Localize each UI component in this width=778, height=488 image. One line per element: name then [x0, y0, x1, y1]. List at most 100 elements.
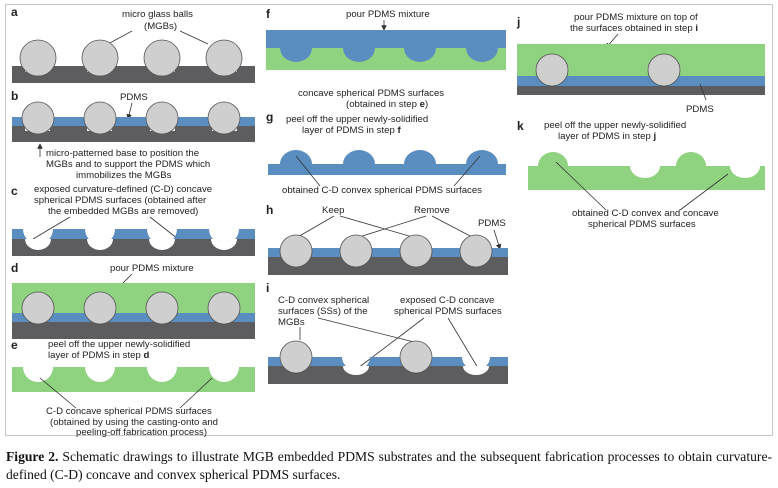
panel-a-ball [19, 39, 57, 77]
panel-c-pdms-layer [12, 229, 255, 244]
panel-d-label-1: pour PDMS mixture [110, 263, 194, 274]
panel-b-base [12, 126, 255, 142]
panel-j-base [517, 86, 765, 95]
panel-e-label-3: C-D concave spherical PDMS surfaces [46, 406, 212, 417]
svg-text:layer of PDMS in step d: layer of PDMS in step d [48, 350, 149, 361]
panel-d: d pour PDMS mixture [11, 261, 255, 339]
panel-j-label-1: pour PDMS mixture on top of [574, 12, 698, 23]
panel-b-arrow-pdms [126, 102, 133, 120]
panel-d-ball [21, 291, 55, 325]
panel-b: b PDMS micro-patterned base to position … [11, 89, 255, 181]
panel-c-arrow-2 [149, 216, 179, 240]
panel-h-ball [339, 234, 373, 268]
panel-j-pdms-line [517, 76, 765, 80]
panel-k-label-step: j [652, 131, 656, 142]
panel-a-label-1: micro glass balls [122, 9, 193, 20]
panel-j-ball [535, 53, 569, 87]
panel-j-label-step: i [695, 23, 698, 34]
panel-a-ball [205, 39, 243, 77]
panel-j: j pour PDMS mixture on top of the surfac… [516, 12, 765, 115]
panel-f-label-1: pour PDMS mixture [346, 9, 430, 20]
panel-b-ball [83, 101, 117, 135]
panel-a-ball [143, 39, 181, 77]
panel-k-letter: k [517, 119, 524, 133]
panel-b-label-base-1: micro-patterned base to position the [46, 148, 199, 159]
panel-k-arrow-2 [679, 173, 729, 211]
panel-b-ball [145, 101, 179, 135]
panel-c-arrow-1 [32, 216, 71, 240]
panel-f: f pour PDMS mixture concave spherical PD… [266, 7, 506, 110]
panel-e-green-layer [12, 367, 255, 392]
panel-h-arrow-remove-1 [355, 215, 427, 239]
panel-g-arrow-2 [453, 155, 481, 187]
panel-f-letter: f [266, 7, 271, 21]
panel-e-arrow-1 [39, 377, 77, 409]
panel-e-label-4: (obtained by using the casting-onto and [50, 417, 218, 428]
panel-g-label-step: f [397, 125, 401, 136]
panel-h-ball [399, 234, 433, 268]
panel-c-letter: c [11, 184, 18, 198]
panel-e-label-step: d [143, 350, 149, 361]
panel-i-label-4: exposed C-D concave [400, 295, 494, 306]
panel-e-letter: e [11, 338, 18, 352]
panel-i-base [268, 366, 508, 384]
panel-g: g peel off the upper newly-solidified la… [266, 110, 506, 196]
panel-c: c exposed curvature-defined (C-D) concav… [11, 184, 255, 256]
panel-j-label-2: the surfaces obtained in step [570, 23, 695, 34]
panel-h-ball [279, 234, 313, 268]
figure-caption: Figure 2. Schematic drawings to illustra… [6, 448, 772, 484]
panel-h-arrow-remove-2 [431, 215, 475, 239]
panel-e-label-2: layer of PDMS in step [48, 350, 143, 361]
panel-c-base [12, 239, 255, 256]
panel-a-ball [81, 39, 119, 77]
panel-k-label-1: peel off the upper newly-solidified [544, 120, 686, 131]
panel-g-label-1: peel off the upper newly-solidified [286, 114, 428, 125]
panel-k-label-4: spherical PDMS surfaces [588, 219, 696, 230]
panel-f-label-close: ) [425, 99, 428, 110]
panel-e-label-1: peel off the upper newly-solidified [48, 339, 190, 350]
caption-label: Figure 2. [6, 449, 59, 464]
panel-h-ball [459, 234, 493, 268]
panel-g-label-3: obtained C-D convex spherical PDMS surfa… [282, 185, 482, 196]
panel-g-pdms [268, 150, 506, 175]
panel-j-pdms-layer [517, 68, 765, 86]
panel-a-letter: a [11, 5, 18, 19]
panel-i-label-1: C-D convex spherical [278, 295, 369, 306]
panel-h-base [268, 257, 508, 275]
panel-h-arrow-keep-1 [295, 215, 335, 239]
panel-a-base [12, 66, 255, 83]
panel-j-arrow-pdms [699, 83, 707, 101]
panel-f-label-step: e [420, 99, 425, 110]
panel-h-label-pdms: PDMS [478, 218, 506, 229]
caption-text: Schematic drawings to illustrate MGB emb… [6, 449, 773, 482]
panel-h-label-remove: Remove [414, 205, 450, 216]
panel-i-arrow-2 [317, 317, 415, 343]
panel-b-ball [21, 101, 55, 135]
panel-k: k peel off the upper newly-solidified la… [517, 119, 765, 230]
svg-text:the surfaces obtained in step: the surfaces obtained in step i [570, 23, 698, 34]
fabrication-diagram: a micro glass balls (MGBs) b PDMS micro-… [11, 5, 765, 438]
panel-k-arrow-1 [555, 161, 607, 211]
panel-a: a micro glass balls (MGBs) [11, 5, 255, 83]
panel-j-ball [647, 53, 681, 87]
panel-b-letter: b [11, 89, 18, 103]
panel-c-label-1: exposed curvature-defined (C-D) concave [34, 184, 212, 195]
panel-f-green-base [266, 48, 506, 70]
panel-a-label-2: (MGBs) [144, 21, 177, 32]
panel-h-arrow-pdms [493, 229, 502, 250]
panel-d-ball [145, 291, 179, 325]
panel-e-label-5: peeling-off fabrication process) [76, 427, 207, 438]
panel-h-letter: h [266, 203, 273, 217]
svg-text:(obtained in step e): (obtained in step e) [346, 99, 428, 110]
panel-e-arrow-2 [179, 377, 213, 409]
panel-k-label-3: obtained C-D convex and concave [572, 208, 719, 219]
panel-c-cavities [25, 239, 237, 250]
panel-h-arrow-keep-2 [339, 215, 417, 239]
panel-b-label-pdms: PDMS [120, 92, 148, 103]
svg-text:layer of PDMS in step j: layer of PDMS in step j [558, 131, 656, 142]
panel-j-letter: j [516, 15, 520, 29]
panel-i-label-2: surfaces (SSs) of the [278, 306, 368, 317]
panel-j-label-pdms: PDMS [686, 104, 714, 115]
panel-i-cavities [343, 366, 489, 375]
panel-c-label-3: the embedded MGBs are removed) [48, 206, 198, 217]
